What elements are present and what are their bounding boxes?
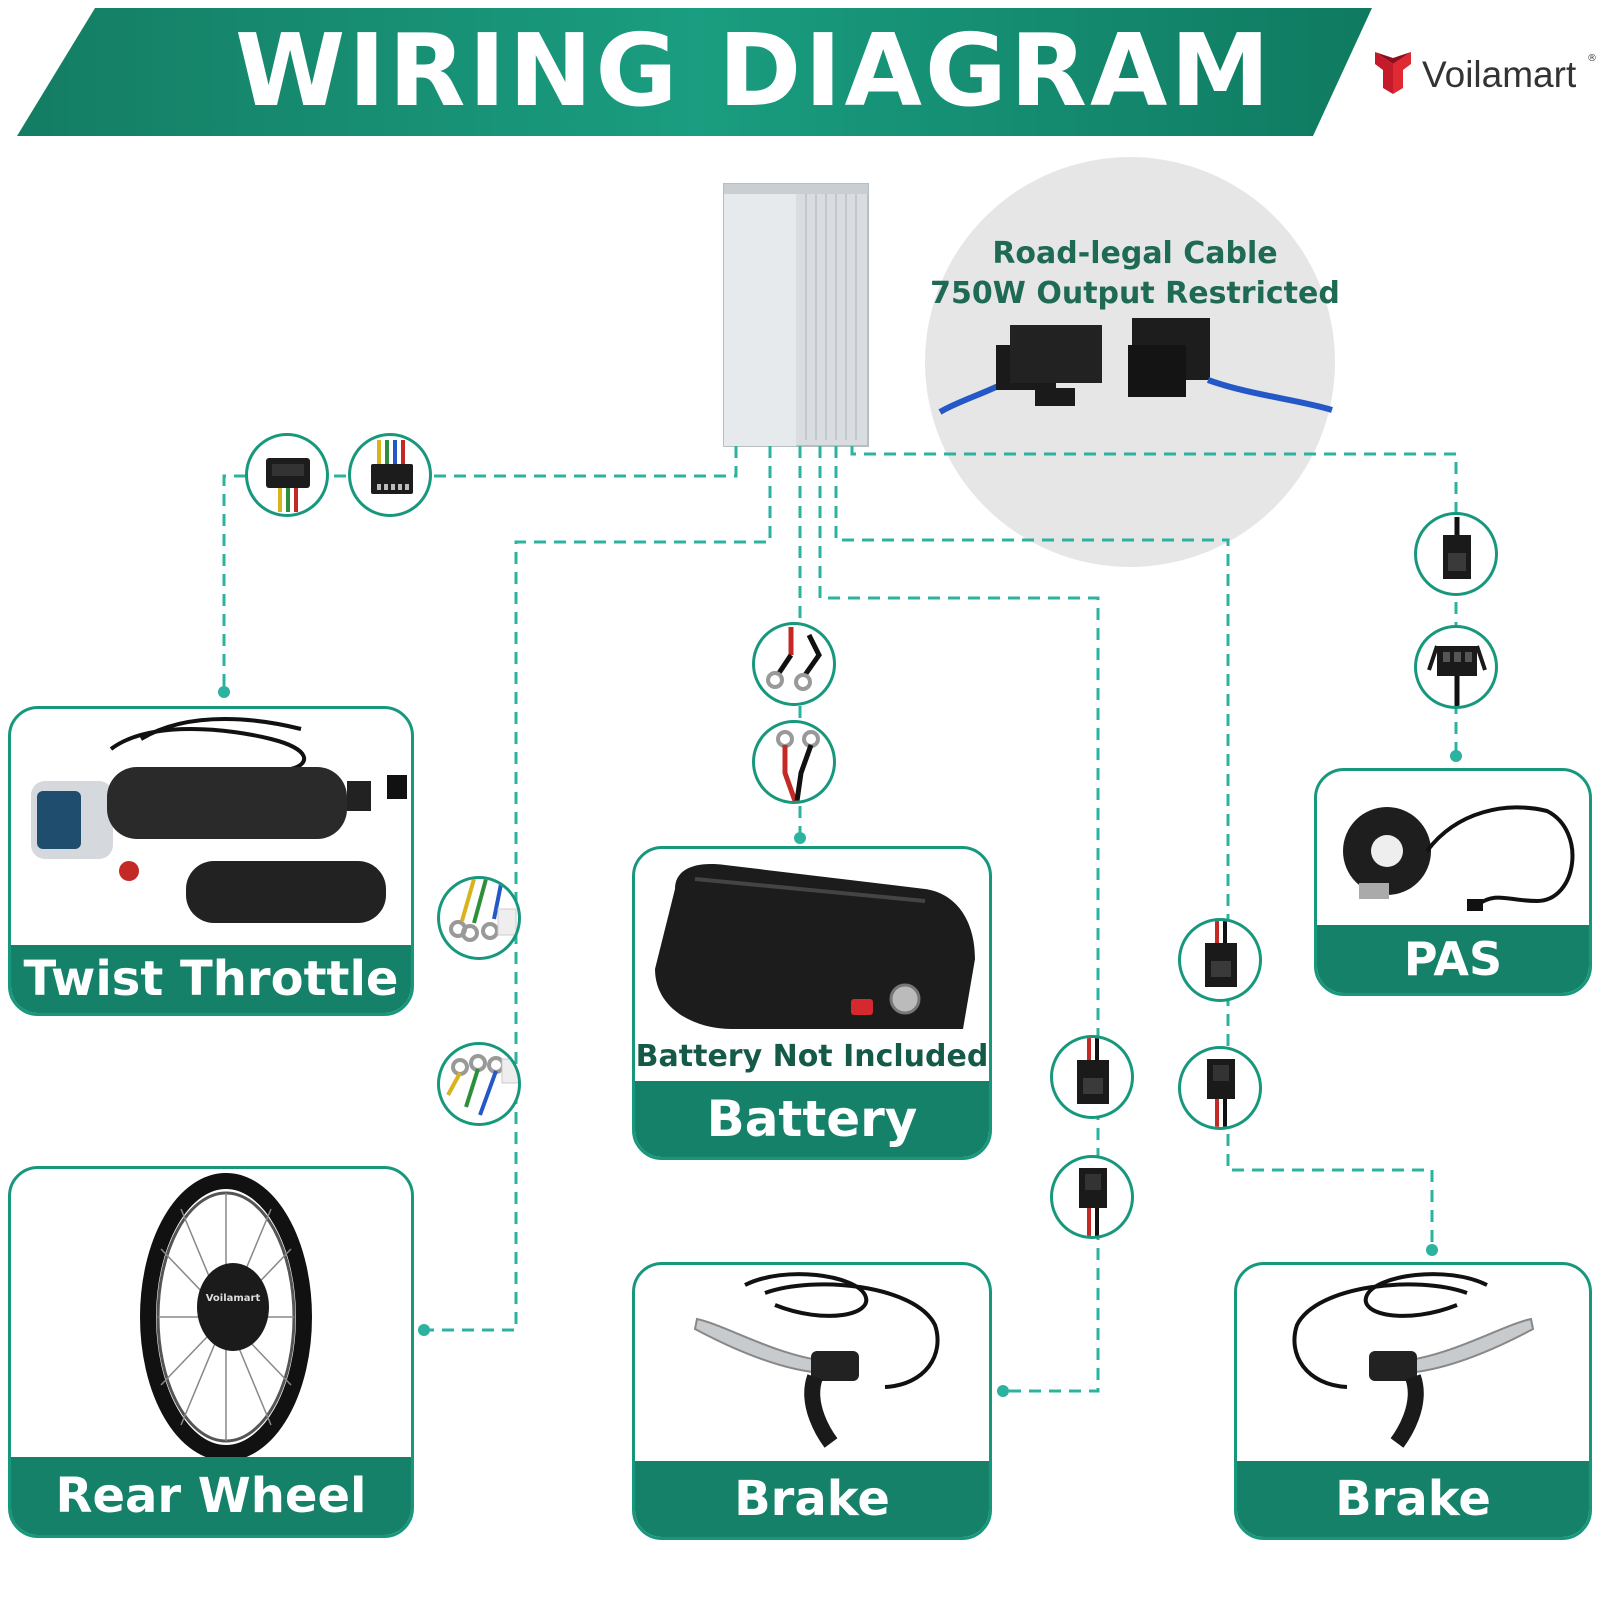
brake-right-connector-icon-1 [1178,918,1262,1002]
rear-wheel-label: Rear Wheel [11,1457,411,1535]
brake-left-card: Brake [632,1262,992,1540]
page-title: WIRING DIAGRAM [235,12,1273,129]
pas-female-connector-icon [1414,625,1498,709]
brake-left-label: Brake [635,1461,989,1537]
brand-logo-icon [1375,52,1411,94]
brake-lever-right-icon [1292,1272,1535,1448]
brake-left-connector-icon-1 [1050,1035,1134,1119]
brake-right-card: Brake [1234,1262,1592,1540]
pas-sensor-icon [1343,805,1575,911]
controller-note: Road-legal Cable 750W Output Restricted [930,234,1340,314]
twist-throttle-icon [31,717,407,923]
wheel-hub-logo: Voilamart [205,1293,261,1304]
brake-right-connector-icon-2 [1178,1046,1262,1130]
header-banner [17,8,1372,136]
throttle-female-connector-icon [245,433,329,517]
note-line-1: Road-legal Cable [992,236,1278,271]
twist-throttle-card: Twist Throttle [8,706,414,1016]
battery-ring-terminal-icon-1 [752,622,836,706]
battery-ring-terminal-icon-2 [752,720,836,804]
twist-throttle-label: Twist Throttle [11,945,411,1013]
brake-lever-left-icon [693,1272,940,1448]
registered-mark: ® [1587,53,1597,64]
battery-label: Battery [635,1081,989,1157]
brake-left-connector-icon-2 [1050,1155,1134,1239]
brand-name: Voilamart [1422,54,1577,95]
throttle-male-connector-icon [348,433,432,517]
battery-icon [655,864,975,1029]
battery-card: Battery Not Included Battery [632,846,992,1160]
road-legal-connector-icon [938,318,1333,415]
brake-right-label: Brake [1237,1461,1589,1537]
pas-label: PAS [1317,925,1589,993]
pas-card: PAS [1314,768,1592,996]
pas-male-connector-icon [1414,512,1498,596]
motor-ring-terminal-icon-1 [437,876,521,960]
battery-note: Battery Not Included [635,1039,989,1074]
rear-wheel-icon [140,1173,312,1461]
note-line-2: 750W Output Restricted [930,276,1340,311]
rear-wheel-card: Voilamart Rear Wheel [8,1166,414,1538]
controller-icon [723,183,869,447]
motor-ring-terminal-icon-2 [437,1042,521,1126]
